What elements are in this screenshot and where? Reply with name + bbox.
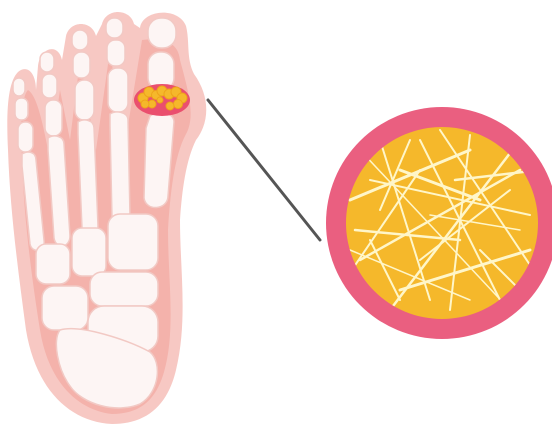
cuneiform-intermediate — [72, 228, 106, 276]
navicular-bone — [90, 272, 158, 306]
fourth-toe-distal — [40, 52, 54, 72]
cuboid-bone — [42, 286, 88, 330]
fourth-toe-proximal — [45, 100, 62, 136]
metatarsal-2 — [110, 112, 130, 228]
second-toe-middle — [107, 40, 125, 66]
metatarsal-3 — [78, 120, 98, 236]
big-toe-distal — [148, 18, 176, 48]
second-toe-proximal — [108, 68, 128, 112]
cuneiform-medial — [108, 214, 158, 270]
cuneiform-lateral — [36, 244, 70, 284]
third-toe-middle — [73, 52, 90, 78]
second-toe-distal — [106, 18, 123, 38]
little-toe-proximal — [18, 122, 33, 152]
inflamed-joint — [134, 84, 190, 116]
magnified-crystals-view — [326, 107, 552, 339]
fourth-toe-middle — [42, 74, 57, 98]
little-toe-distal — [13, 78, 25, 96]
pointer-line — [208, 100, 320, 240]
third-toe-proximal — [75, 80, 94, 120]
third-toe-distal — [72, 30, 88, 50]
little-toe-middle — [15, 98, 28, 120]
foot — [7, 12, 206, 424]
